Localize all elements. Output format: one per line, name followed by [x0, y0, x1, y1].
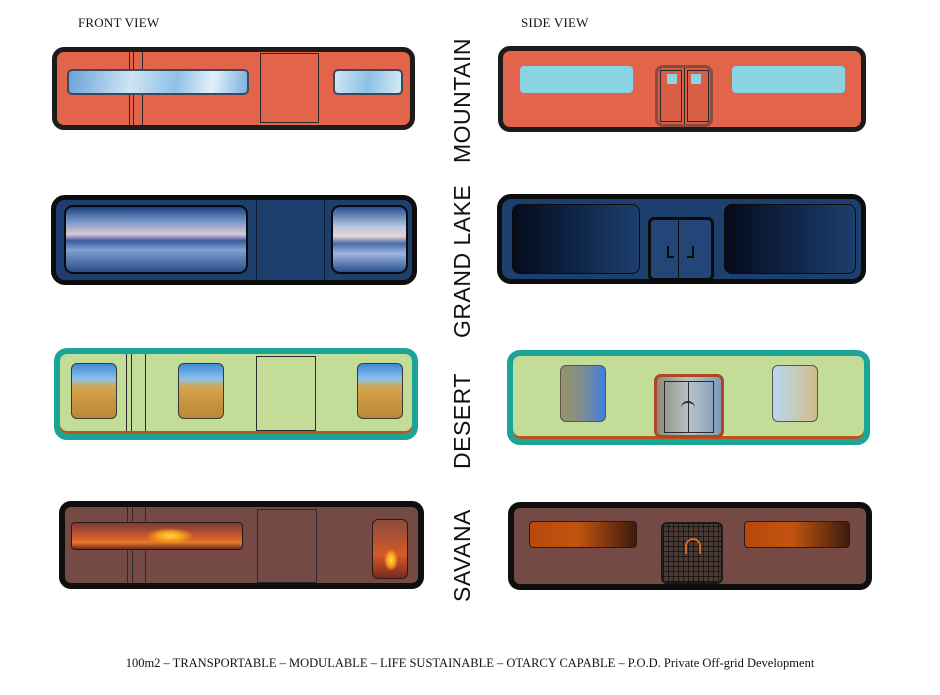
window — [772, 365, 818, 422]
window — [512, 204, 640, 274]
frame-line — [145, 354, 146, 431]
door-frame — [256, 356, 316, 431]
row-label-savana: SAVANA — [449, 509, 475, 602]
grand-lake-front-view — [51, 195, 417, 285]
desert-window — [357, 363, 403, 419]
front-view-header: FRONT VIEW — [78, 15, 160, 30]
lake-window — [331, 205, 408, 274]
side-view-header: SIDE VIEW — [521, 15, 589, 30]
desert-front-view — [54, 348, 418, 440]
frame-line — [324, 200, 325, 280]
sky-window — [67, 69, 249, 95]
window — [724, 204, 856, 274]
savana-front-view — [59, 501, 424, 589]
window — [529, 521, 637, 548]
sunset-window — [372, 519, 408, 579]
row-label-grand-lake: GRAND LAKE — [449, 184, 475, 338]
door-frame — [260, 53, 319, 123]
door — [654, 374, 724, 438]
window — [520, 66, 633, 93]
mountain-side-view — [498, 46, 866, 132]
sunset-window — [71, 522, 243, 550]
window — [732, 66, 845, 93]
desert-side-view — [507, 350, 870, 445]
row-label-mountain: MOUNTAIN — [449, 38, 475, 163]
desert-window — [178, 363, 224, 419]
row-label-desert: DESERT — [449, 373, 475, 469]
frame-line — [131, 354, 132, 431]
frame-line — [256, 200, 257, 280]
window — [560, 365, 606, 422]
door — [661, 522, 723, 584]
mountain-front-view — [52, 47, 415, 130]
savana-side-view — [508, 502, 872, 590]
door — [648, 217, 714, 281]
frame-line — [126, 354, 127, 431]
double-door — [655, 65, 713, 127]
sky-window — [333, 69, 403, 95]
desert-window — [71, 363, 117, 419]
footer-tagline: 100m2 – TRANSPORTABLE – MODULABLE – LIFE… — [125, 656, 815, 670]
grand-lake-side-view — [497, 194, 866, 284]
lake-window — [64, 205, 248, 274]
window — [744, 521, 850, 548]
door-frame — [257, 509, 317, 583]
